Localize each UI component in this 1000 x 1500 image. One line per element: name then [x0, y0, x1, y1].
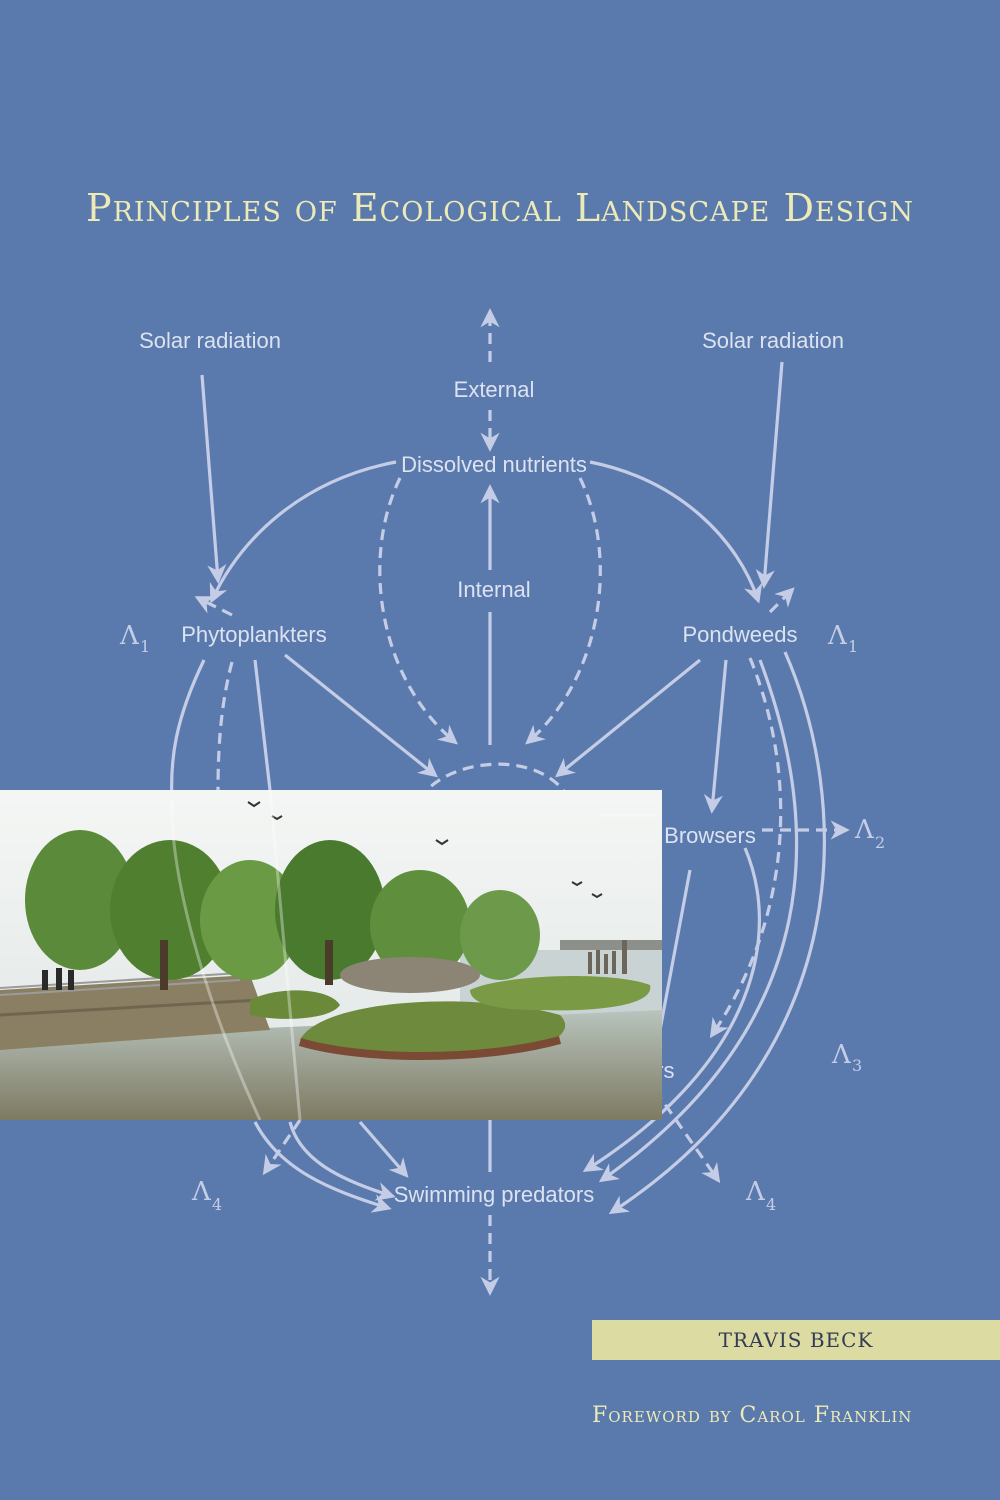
swimming-predators-label: Swimming predators — [394, 1182, 595, 1207]
lambda-2: Λ 2 — [854, 815, 885, 852]
foreword-credit: Foreword by Carol Franklin — [592, 1403, 913, 1428]
svg-text:Λ: Λ — [119, 621, 140, 651]
lambda-1-right: Λ 1 — [827, 621, 858, 656]
pondweeds-label: Pondweeds — [683, 622, 798, 647]
svg-text:3: 3 — [852, 1056, 862, 1075]
svg-text:4: 4 — [212, 1195, 222, 1214]
svg-text:1: 1 — [848, 637, 858, 656]
lambda-4-right: Λ 4 — [745, 1177, 776, 1214]
landscape-illustration — [0, 790, 662, 1120]
dissolved-nutrients-label: Dissolved nutrients — [401, 452, 587, 477]
svg-text:Λ: Λ — [191, 1177, 212, 1207]
solar-radiation-right-label: Solar radiation — [702, 328, 844, 353]
external-label: External — [454, 377, 535, 402]
author-name-bar: TRAVIS BECK — [592, 1320, 1000, 1360]
svg-text:2: 2 — [875, 833, 885, 852]
internal-label: Internal — [457, 577, 530, 602]
svg-text:1: 1 — [140, 637, 150, 656]
svg-text:Λ: Λ — [831, 1040, 852, 1070]
landscape-photo — [0, 790, 662, 1120]
svg-text:4: 4 — [766, 1195, 776, 1214]
svg-text:Λ: Λ — [745, 1177, 766, 1207]
solar-radiation-left-label: Solar radiation — [139, 328, 281, 353]
lambda-4-left: Λ 4 — [191, 1177, 222, 1214]
browsers-label: Browsers — [664, 823, 756, 848]
lambda-3: Λ 3 — [831, 1040, 862, 1075]
phytoplankters-label: Phytoplankters — [181, 622, 327, 647]
svg-text:Λ: Λ — [827, 621, 848, 651]
book-title: Principles of Ecological Landscape Desig… — [86, 186, 914, 230]
lambda-1-left: Λ 1 — [119, 621, 150, 656]
svg-text:Λ: Λ — [854, 815, 875, 845]
